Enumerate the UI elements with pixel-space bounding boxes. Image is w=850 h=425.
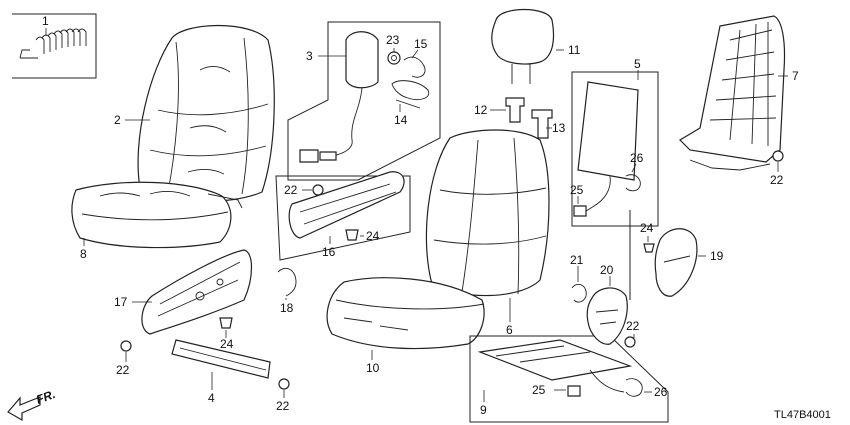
callout-26-b: 26 — [654, 385, 668, 399]
part-24-clip-a — [345, 229, 364, 241]
part-26-clip-back — [625, 163, 641, 192]
callout-12: 12 — [474, 103, 488, 117]
front-direction-arrow — [7, 396, 41, 422]
part-21-wire-clip — [571, 266, 587, 303]
part-18-wire-clip — [277, 268, 297, 300]
callout-24-a: 24 — [366, 229, 380, 243]
part-24-clip-c — [643, 236, 655, 253]
part-code: TL47B4001 — [774, 409, 831, 421]
part-23-nut — [387, 48, 401, 65]
part-22-screw-b — [120, 340, 132, 362]
callout-5: 5 — [634, 57, 641, 71]
part-11-headrest — [491, 9, 564, 84]
callout-18: 18 — [280, 301, 294, 315]
callout-1: 1 — [42, 14, 49, 28]
callout-9: 9 — [480, 403, 487, 417]
callout-6: 6 — [506, 323, 513, 337]
part-16-side-trim — [275, 171, 411, 261]
part-22-screw-d — [624, 334, 636, 348]
part-25-connector-back — [573, 196, 587, 217]
part-22-screw-e — [772, 150, 784, 172]
callout-19: 19 — [710, 249, 724, 263]
callout-26-a: 26 — [630, 151, 644, 165]
part-1-clip-set — [12, 13, 97, 79]
callout-10: 10 — [366, 361, 380, 375]
part-12-headrest-guide — [490, 97, 525, 123]
callout-15: 15 — [414, 37, 428, 51]
part-2-seatback-cover — [125, 25, 275, 202]
part-7-back-panel — [679, 15, 788, 171]
part-10-cushion-pad — [326, 277, 485, 360]
part-25-connector-cushion — [554, 385, 581, 397]
callout-24-c: 24 — [640, 221, 654, 235]
part-15-wire-clip — [403, 49, 426, 78]
callout-22-b: 22 — [116, 363, 130, 377]
callout-22-a: 22 — [284, 183, 298, 197]
callout-8: 8 — [80, 247, 87, 261]
callout-24-b: 24 — [220, 337, 234, 351]
part-22-screw-a — [302, 184, 324, 196]
part-22-screw-c — [278, 378, 290, 398]
part-26-clip-cushion — [625, 378, 652, 397]
callout-21: 21 — [570, 253, 584, 267]
callout-20: 20 — [600, 263, 614, 277]
part-9-cushion-heater — [469, 335, 669, 423]
callout-23: 23 — [386, 33, 400, 47]
part-14-wire-clip — [391, 80, 430, 112]
callout-25-a: 25 — [570, 183, 584, 197]
part-5-seatback-heater — [571, 70, 659, 227]
callout-3: 3 — [306, 49, 313, 63]
callout-2: 2 — [114, 113, 121, 127]
part-20-recline-cover — [586, 276, 628, 345]
part-17-lower-trim — [132, 249, 253, 335]
callout-7: 7 — [792, 69, 799, 83]
part-19-side-cover — [629, 210, 706, 300]
callout-11: 11 — [568, 43, 581, 57]
callout-14: 14 — [394, 113, 408, 127]
part-3-harness — [287, 21, 441, 181]
part-13-headrest-guide — [531, 109, 553, 139]
callout-13: 13 — [552, 121, 566, 135]
part-8-cushion-cover — [71, 181, 243, 249]
callout-4: 4 — [208, 391, 215, 405]
callout-16: 16 — [322, 245, 336, 259]
callout-22-e: 22 — [770, 173, 784, 187]
part-6-seatback-pad — [425, 129, 550, 322]
part-24-clip-b — [219, 317, 233, 338]
callout-25-b: 25 — [532, 383, 546, 397]
callout-labels: 1 2 3 4 5 6 7 8 9 10 11 12 13 14 15 16 1… — [42, 14, 799, 417]
direction-label: FR. — [34, 387, 57, 407]
callout-17: 17 — [114, 295, 128, 309]
callout-22-c: 22 — [276, 399, 290, 413]
part-4-inner-trim — [171, 339, 271, 390]
callout-22-d: 22 — [626, 319, 640, 333]
